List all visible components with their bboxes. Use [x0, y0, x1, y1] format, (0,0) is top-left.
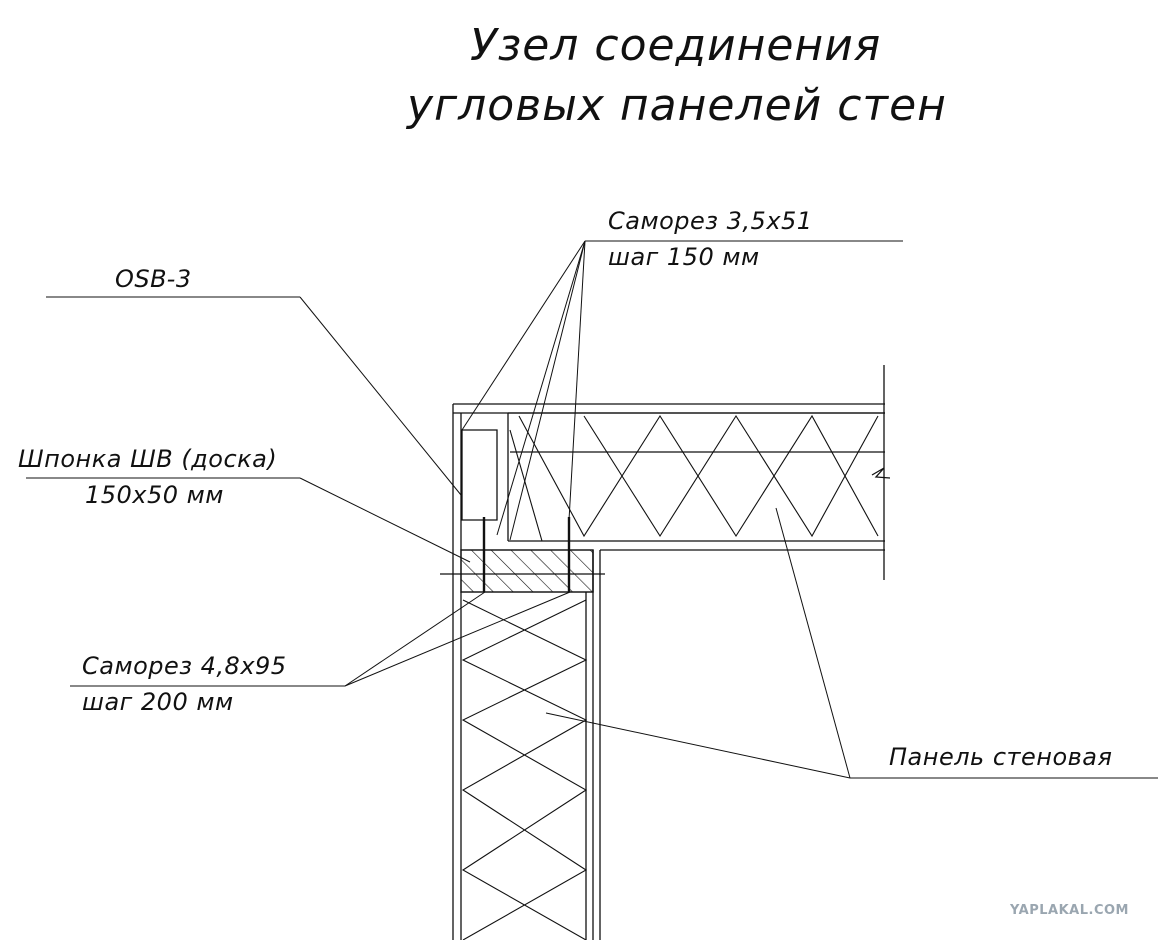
label-key-size: 150х50 мм: [85, 481, 224, 509]
horizontal-panel-insulation: [510, 416, 878, 541]
watermark: YAPLAKAL.COM: [1010, 903, 1129, 918]
label-key-name: Шпонка ШВ (доска): [18, 445, 278, 473]
horizontal-panel: [453, 365, 890, 940]
leader-osb: [46, 297, 461, 495]
osb-sheet: [462, 430, 497, 520]
screws: [484, 517, 569, 592]
leader-key: [26, 478, 470, 562]
leader-screw-bottom: [70, 592, 570, 686]
leader-screw-top: [462, 241, 903, 540]
label-screw-top-size: Саморез 3,5х51: [608, 207, 813, 235]
vertical-panel-insulation: [463, 600, 586, 940]
label-osb: OSB-3: [115, 265, 192, 293]
key-board: [440, 550, 605, 592]
label-panel: Панель стеновая: [889, 743, 1113, 771]
label-screw-top-step: шаг 150 мм: [608, 243, 760, 271]
leader-panel: [546, 508, 1158, 778]
label-screw-bottom-step: шаг 200 мм: [82, 688, 234, 716]
title-line-2: угловых панелей стен: [407, 80, 947, 131]
label-screw-bottom-size: Саморез 4,8х95: [82, 652, 287, 680]
vertical-panel: [461, 550, 600, 940]
title-line-1: Узел соединения: [470, 20, 882, 71]
